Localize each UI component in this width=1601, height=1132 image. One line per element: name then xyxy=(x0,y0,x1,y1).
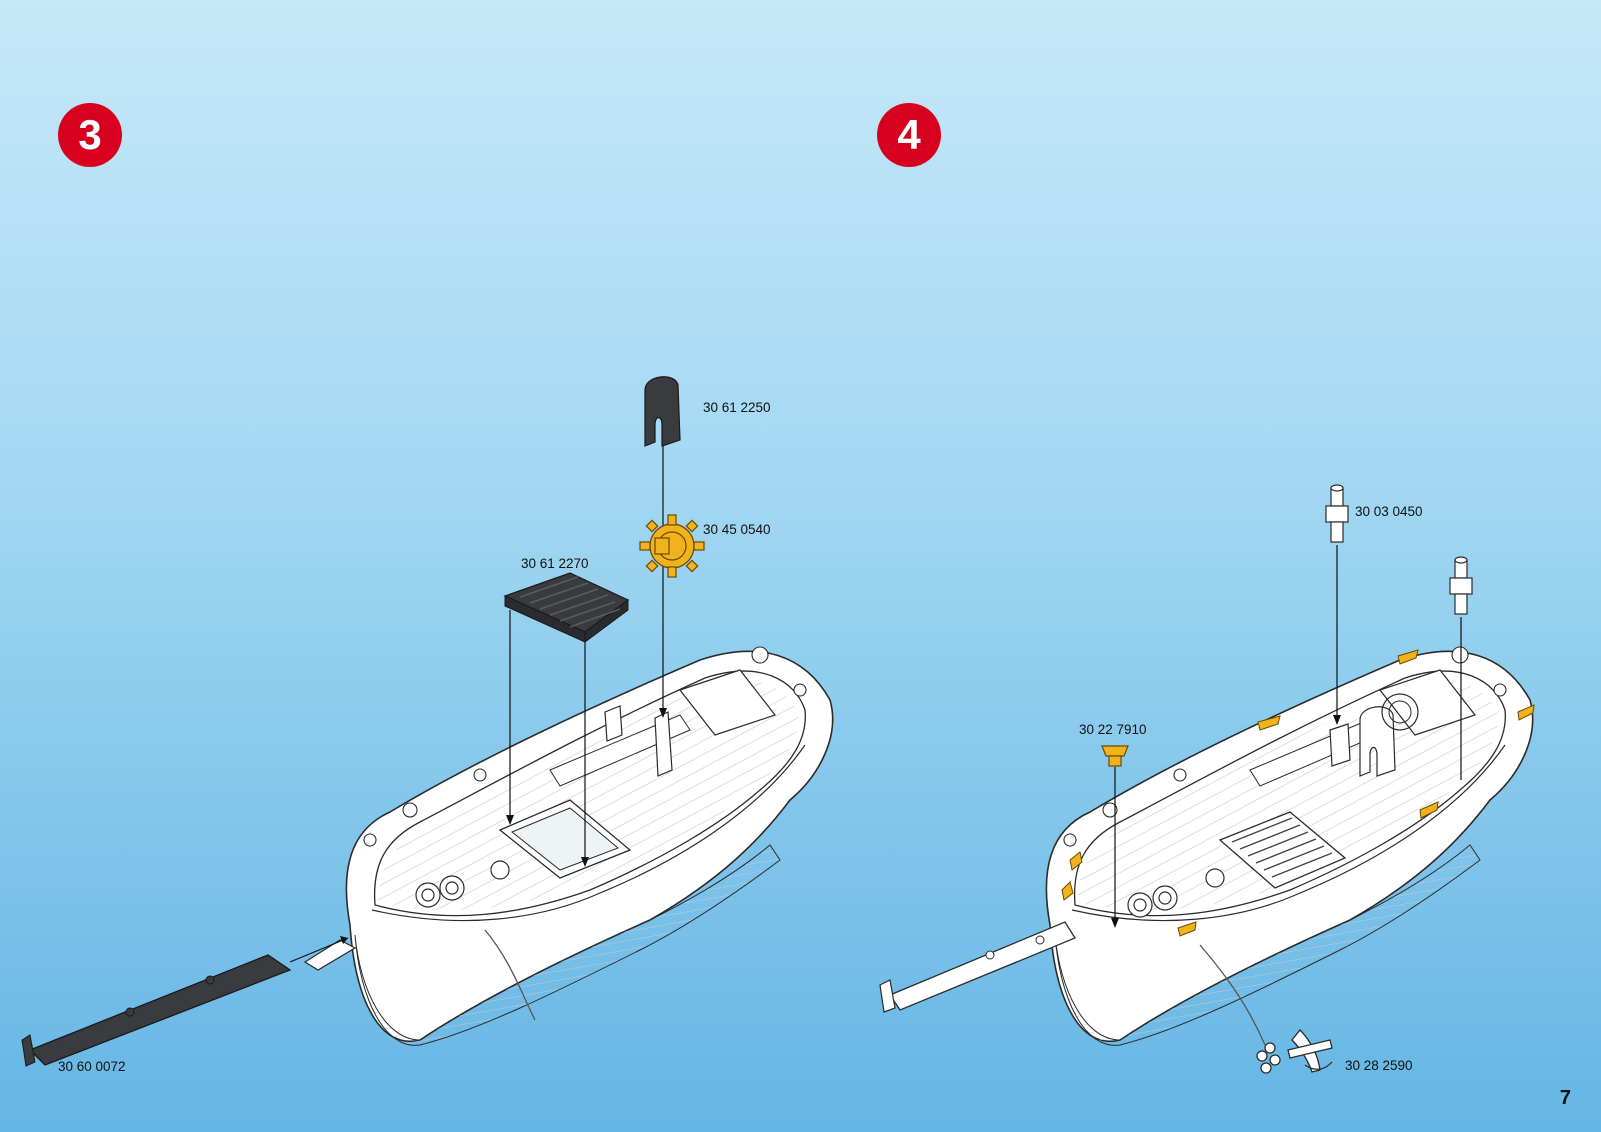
step4-ship xyxy=(1045,646,1535,1046)
bowsprit-dark xyxy=(21,954,292,1067)
cap-part xyxy=(644,376,681,447)
bowsprit-white xyxy=(879,921,1076,1013)
part-label-peg: 30 03 0450 xyxy=(1355,504,1423,519)
peg-part-2 xyxy=(1449,556,1473,615)
part-label-grate: 30 61 2270 xyxy=(521,556,589,571)
wheel-part xyxy=(639,514,705,578)
part-label-cap: 30 61 2250 xyxy=(703,400,771,415)
anchor-part xyxy=(1256,1029,1333,1074)
part-label-wheel: 30 45 0540 xyxy=(703,522,771,537)
step-3-badge: 3 xyxy=(58,103,122,167)
part-label-anchor: 30 28 2590 xyxy=(1345,1058,1413,1073)
page-number: 7 xyxy=(1559,1087,1571,1109)
part-label-cleat: 30 22 7910 xyxy=(1079,722,1147,737)
grate-part xyxy=(503,572,630,643)
step-4-badge: 4 xyxy=(877,103,941,167)
step3-ship xyxy=(345,646,834,1046)
cleat-part xyxy=(1101,745,1129,767)
part-label-bowsprit: 30 60 0072 xyxy=(58,1059,126,1074)
peg-part xyxy=(1325,484,1349,543)
